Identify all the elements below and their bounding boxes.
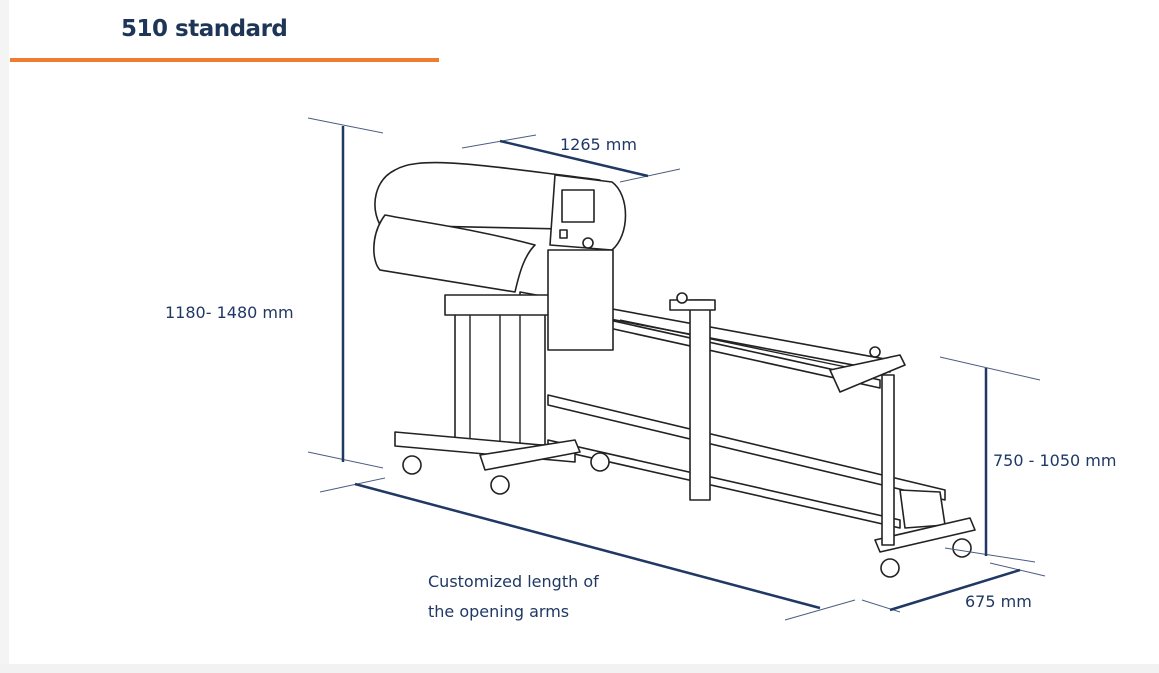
- width-label: 1265 mm: [560, 135, 637, 154]
- base-beam: [547, 394, 946, 501]
- control-box: [547, 249, 614, 351]
- arm-height-label: 750 - 1050 mm: [993, 451, 1116, 470]
- title-underline: [10, 58, 439, 62]
- dimension-arm-height: [939, 356, 1041, 563]
- page-title: 510 standard: [121, 16, 288, 42]
- height-label: 1180- 1480 mm: [165, 303, 294, 322]
- length-label-line1: Customized length of: [428, 572, 599, 591]
- length-label-line2: the opening arms: [428, 602, 569, 621]
- left-margin: [0, 0, 9, 673]
- touch-screen: [561, 189, 595, 223]
- depth-label: 675 mm: [965, 592, 1032, 611]
- dimension-width: [461, 134, 681, 183]
- right-base: [874, 517, 976, 553]
- dimension-height: [307, 117, 384, 469]
- dimension-depth: [861, 562, 1046, 613]
- machine-illustration: [373, 161, 976, 578]
- bottom-margin: [0, 664, 1159, 673]
- dimension-length: [319, 477, 856, 621]
